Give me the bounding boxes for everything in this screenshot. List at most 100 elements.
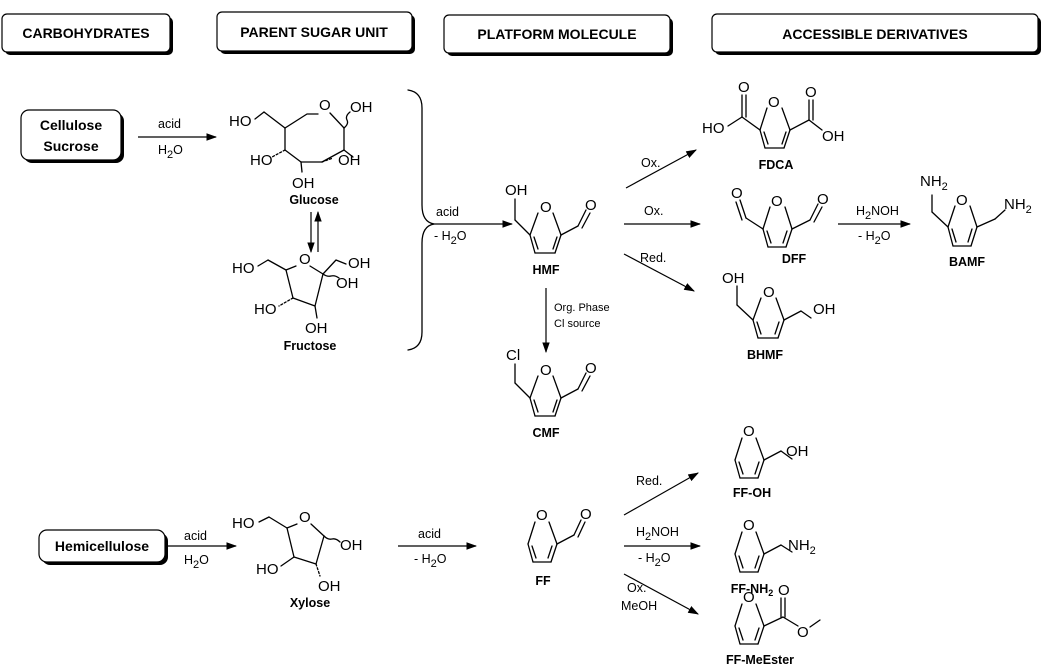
svg-text:- H2O: - H2O: [434, 229, 467, 247]
svg-text:OH: OH: [292, 175, 315, 192]
cmf-structure: O Cl O CMF: [506, 347, 597, 440]
svg-text:O: O: [743, 517, 755, 534]
svg-text:acid: acid: [158, 117, 181, 131]
arrow-hemicellulose-to-xylose: acid H2O: [168, 529, 238, 571]
arrow-ff-to-ffnh2: H2NOH - H2O: [624, 525, 702, 569]
glucose-structure: O OH HO HO OH OH Glucose: [229, 97, 373, 207]
equilibrium-glucose-fructose: [307, 210, 322, 254]
label-bamf: BAMF: [949, 255, 985, 269]
label-cmf: CMF: [532, 426, 559, 440]
svg-text:O: O: [580, 506, 592, 523]
label-ff-oh: FF-OH: [733, 486, 771, 500]
svg-text:HO: HO: [232, 515, 255, 532]
ffoh-structure: O OH FF-OH: [733, 423, 809, 500]
svg-text:O: O: [299, 509, 311, 526]
svg-text:O: O: [797, 624, 809, 641]
source-sucrose: Sucrose: [43, 138, 98, 154]
svg-text:acid: acid: [436, 205, 459, 219]
header-carbohydrates-text: CARBOHYDRATES: [22, 25, 149, 41]
source-hemicellulose-text: Hemicellulose: [55, 538, 149, 554]
svg-text:OH: OH: [305, 320, 328, 337]
arrow-cellulose-to-glucose: acid H2O: [138, 117, 218, 161]
svg-text:O: O: [805, 84, 817, 101]
source-cellulose: Cellulose: [40, 117, 102, 133]
arrow-hmf-to-cmf: Org. Phase Cl source: [542, 288, 610, 354]
svg-text:O: O: [585, 197, 597, 214]
svg-text:Org. Phase: Org. Phase: [554, 302, 610, 314]
svg-text:OH: OH: [505, 182, 528, 199]
arrow-hmf-to-bhmf: Red.: [623, 251, 695, 292]
header-derivatives: ACCESSIBLE DERIVATIVES: [711, 13, 1041, 55]
label-fructose: Fructose: [284, 339, 337, 353]
source-cellulose-sucrose: Cellulose Sucrose: [20, 109, 124, 163]
svg-text:HO: HO: [232, 260, 255, 277]
svg-text:O: O: [956, 192, 968, 209]
header-platform: PLATFORM MOLECULE: [443, 14, 673, 56]
header-platform-text: PLATFORM MOLECULE: [477, 26, 636, 42]
svg-text:OH: OH: [350, 99, 373, 116]
arrow-to-hmf: acid - H2O: [432, 205, 514, 247]
svg-text:HO: HO: [229, 113, 252, 130]
label-fdca: FDCA: [759, 158, 794, 172]
svg-text:HO: HO: [250, 152, 273, 169]
label-glucose: Glucose: [289, 193, 338, 207]
svg-text:O: O: [536, 507, 548, 524]
label-ff: FF: [535, 574, 551, 588]
svg-text:O: O: [738, 79, 750, 96]
svg-text:O: O: [731, 185, 743, 202]
svg-text:OH: OH: [786, 443, 809, 460]
xylose-structure: O HO OH HO OH Xylose: [232, 509, 363, 610]
svg-text:- H2O: - H2O: [858, 229, 891, 247]
arrow-hmf-to-dff: Ox.: [624, 204, 702, 228]
brace: [407, 89, 435, 351]
svg-text:Cl source: Cl source: [554, 318, 600, 330]
svg-text:Cl: Cl: [506, 347, 520, 364]
svg-text:O: O: [771, 193, 783, 210]
arrow-xylose-to-ff: acid - H2O: [398, 527, 478, 570]
ffnh2-structure: O NH2 FF-NH2: [731, 517, 816, 598]
svg-text:O: O: [540, 199, 552, 216]
dff-structure: O O O DFF: [731, 185, 829, 266]
svg-text:NH2: NH2: [920, 173, 948, 193]
svg-text:acid: acid: [184, 529, 207, 543]
source-hemicellulose: Hemicellulose: [38, 529, 168, 565]
svg-text:OH: OH: [348, 255, 371, 272]
svg-text:Red.: Red.: [636, 474, 662, 488]
ff-structure: O O FF: [527, 506, 592, 588]
svg-text:Ox.: Ox.: [644, 204, 663, 218]
ffmeester-structure: O O O FF-MeEster: [726, 582, 821, 667]
svg-text:O: O: [817, 191, 829, 208]
svg-text:O: O: [743, 423, 755, 440]
svg-text:H2NOH: H2NOH: [636, 525, 679, 543]
svg-text:OH: OH: [813, 301, 836, 318]
svg-text:O: O: [319, 97, 331, 114]
bamf-structure: O NH2 NH2 BAMF: [920, 173, 1032, 269]
svg-text:Ox.: Ox.: [627, 581, 646, 595]
fructose-structure: O OH OH HO HO OH Fructose: [232, 251, 371, 353]
svg-text:OH: OH: [318, 578, 341, 595]
svg-text:OH: OH: [722, 270, 745, 287]
svg-text:HO: HO: [256, 561, 279, 578]
svg-text:O: O: [585, 360, 597, 377]
svg-text:- H2O: - H2O: [414, 552, 447, 570]
svg-text:HO: HO: [702, 120, 725, 137]
svg-text:OH: OH: [338, 152, 361, 169]
label-xylose: Xylose: [290, 596, 330, 610]
svg-text:Ox.: Ox.: [641, 156, 660, 170]
label-bhmf: BHMF: [747, 348, 783, 362]
arrow-dff-to-bamf: H2NOH - H2O: [838, 204, 912, 247]
svg-text:H2O: H2O: [158, 143, 183, 161]
svg-text:MeOH: MeOH: [621, 599, 657, 613]
svg-text:O: O: [768, 94, 780, 111]
svg-text:HO: HO: [254, 301, 277, 318]
header-carbohydrates: CARBOHYDRATES: [1, 13, 173, 55]
fdca-structure: O O HO O OH FDCA: [702, 79, 845, 172]
svg-text:O: O: [299, 251, 311, 268]
hmf-structure: O OH O HMF: [505, 182, 597, 277]
label-dff: DFF: [782, 252, 807, 266]
arrow-ff-to-ffoh: Red.: [623, 472, 699, 516]
label-ff-meester: FF-MeEster: [726, 653, 794, 667]
svg-text:OH: OH: [822, 128, 845, 145]
arrow-hmf-to-fdca: Ox.: [625, 149, 697, 189]
